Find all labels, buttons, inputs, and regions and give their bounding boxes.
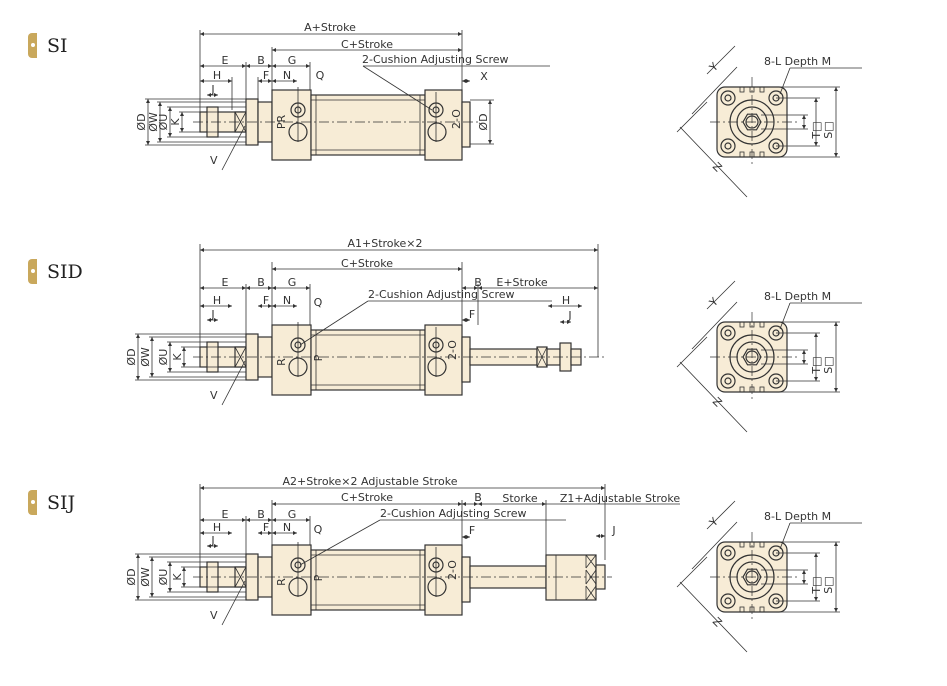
dimension-label: Q (314, 523, 323, 536)
dim-t: T□ (810, 356, 823, 374)
dimension-label: N (283, 521, 291, 534)
cushion-screw-label: 2-Cushion Adjusting Screw (380, 507, 527, 520)
hole-spec-label: 8-L Depth M (764, 55, 831, 68)
hole-spec-label: 8-L Depth M (764, 290, 831, 303)
section-header-sij: SIJ (28, 490, 75, 515)
dimension-label: J (611, 524, 615, 537)
dimension-label: B (474, 491, 482, 504)
dimension-label: G (288, 276, 297, 289)
dim-k: K (169, 118, 182, 126)
dim-z: Z (710, 160, 725, 175)
dim-o: 2-O (446, 340, 459, 360)
dim-u: ØU (157, 114, 170, 131)
dim-a2: A2+Stroke×2 Adjustable Stroke (283, 475, 458, 488)
dimension-label: Q (314, 296, 323, 309)
dimension-label: J (210, 83, 214, 96)
dimension-label: F (263, 521, 269, 534)
dim-t: T□ (810, 576, 823, 594)
section-marker-icon (28, 33, 37, 58)
dim-w: ØW (147, 112, 160, 132)
section-title: SIJ (47, 491, 76, 514)
dimension-label: N (283, 69, 291, 82)
dim-a: A+Stroke (304, 21, 356, 34)
dimension-label: B (474, 276, 482, 289)
dim-s: S□ (822, 121, 835, 138)
dimension-label: H (562, 294, 570, 307)
dim-x: X (480, 70, 488, 83)
dim-a1: A1+Stroke×2 (347, 237, 422, 250)
dimension-label: Q (316, 69, 325, 82)
dim-d: ØD (125, 568, 138, 585)
dim-pr: PR (275, 115, 288, 130)
dimension-label: J (567, 309, 571, 322)
dimension-label: H (213, 69, 221, 82)
dimension-label: F (469, 308, 475, 321)
dimension-label: E (222, 54, 229, 67)
section-marker-icon (28, 259, 37, 284)
dimension-label: B (257, 508, 265, 521)
dimension-label: H (213, 294, 221, 307)
section-header-sid: SID (28, 259, 83, 284)
dimension-label: F (263, 69, 269, 82)
section-marker-icon (28, 490, 37, 515)
section-header-si: SI (28, 33, 68, 58)
dim-d: ØD (125, 348, 138, 365)
dimension-label: G (288, 508, 297, 521)
dim-e-stroke: E+Stroke (496, 276, 547, 289)
dim-c: C+Stroke (341, 257, 393, 270)
dim-c: C+Stroke (341, 491, 393, 504)
dimension-label: J (210, 534, 214, 547)
dim-k: K (171, 573, 184, 581)
dim-w: ØW (139, 567, 152, 587)
dim-v: V (210, 154, 218, 167)
dim-u: ØU (157, 569, 170, 586)
dim-p: P (312, 574, 325, 581)
cushion-screw-label: 2-Cushion Adjusting Screw (368, 288, 515, 301)
dim-s: S□ (822, 576, 835, 593)
dim-d-rear: ØD (477, 113, 490, 130)
dim-c: C+Stroke (341, 38, 393, 51)
dimension-label: B (257, 54, 265, 67)
dim-r: R (275, 578, 288, 586)
dim-v: V (210, 389, 218, 402)
dimension-label: F (263, 294, 269, 307)
dimension-label: G (288, 54, 297, 67)
dim-o: 2-O (450, 109, 463, 129)
dim-u: ØU (157, 349, 170, 366)
section-title: SI (47, 34, 68, 57)
dim-v: V (210, 609, 218, 622)
dim-z1-adjustable: Z1+Adjustable Stroke (560, 492, 680, 505)
dimension-label: J (210, 308, 214, 321)
dim-r: R (275, 358, 288, 366)
dim-storke: Storke (502, 492, 538, 505)
dimension-label: E (222, 508, 229, 521)
dim-z: Z (710, 615, 725, 630)
dimension-label: B (257, 276, 265, 289)
dim-p: P (312, 354, 325, 361)
dimension-label: H (213, 521, 221, 534)
dimension-label: N (283, 294, 291, 307)
section-title: SID (47, 260, 83, 283)
dim-s: S□ (822, 356, 835, 373)
dim-o: 2-O (446, 560, 459, 580)
dim-z: Z (710, 395, 725, 410)
hole-spec-label: 8-L Depth M (764, 510, 831, 523)
dim-t: T□ (810, 121, 823, 139)
dimension-label: E (222, 276, 229, 289)
dimension-label: F (469, 524, 475, 537)
dim-w: ØW (139, 347, 152, 367)
dim-d: ØD (135, 113, 148, 130)
cushion-screw-label: 2-Cushion Adjusting Screw (362, 53, 509, 66)
dim-k: K (171, 353, 184, 361)
